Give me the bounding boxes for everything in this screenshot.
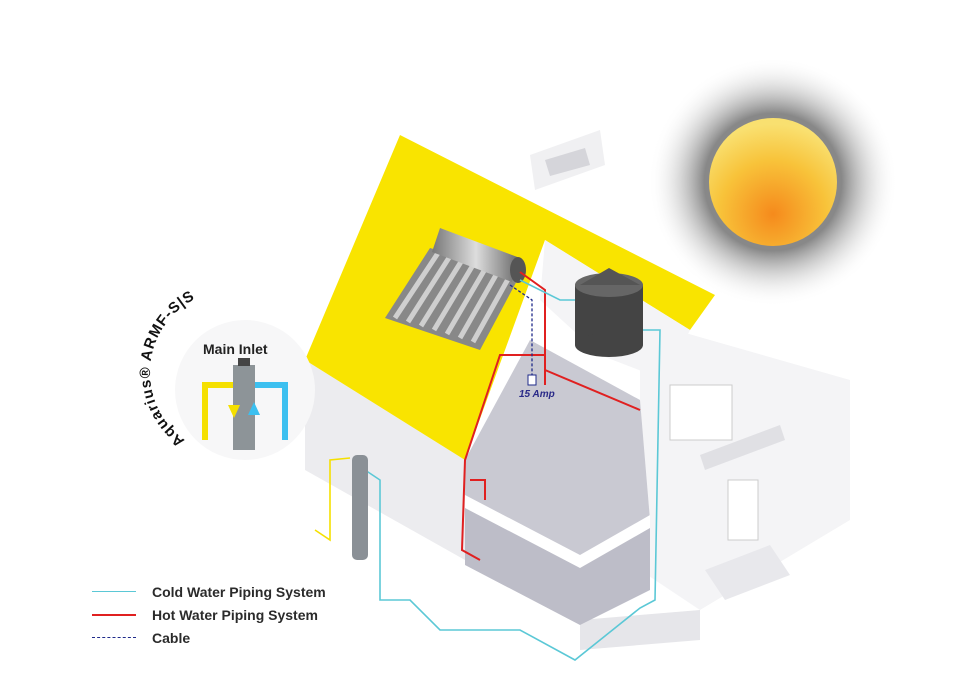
solar-collector (385, 228, 526, 350)
legend-label: Cable (152, 629, 191, 646)
cold-line-swatch (92, 591, 136, 592)
hot-line-swatch (92, 613, 136, 616)
breaker-label: 15 Amp (519, 389, 555, 400)
water-tank (575, 268, 643, 357)
main-inlet-label: Main Inlet (203, 341, 268, 357)
hot-water-pipes (460, 271, 641, 561)
lower-floor (465, 505, 650, 625)
legend-label: Hot Water Piping System (152, 606, 318, 623)
legend-item-hot: Hot Water Piping System (92, 603, 326, 626)
cable-line-swatch (92, 637, 136, 638)
steps (705, 545, 790, 600)
cable (509, 284, 533, 385)
sun (648, 57, 898, 307)
filter-cartridge (233, 365, 255, 450)
arrow-down-icon (228, 405, 240, 418)
arrow-up-icon (248, 402, 260, 415)
legend: Cold Water Piping System Hot Water Pipin… (92, 580, 326, 649)
legend-item-cable: Cable (92, 626, 326, 649)
legend-label: Cold Water Piping System (152, 583, 326, 600)
roof (305, 135, 715, 460)
filter-unit (314, 455, 368, 560)
breaker-icon (527, 374, 537, 386)
legend-item-cold: Cold Water Piping System (92, 580, 326, 603)
inlet-detail: Aquarius® ARMF-S|S (137, 287, 315, 460)
cold-water-pipes (364, 279, 661, 661)
